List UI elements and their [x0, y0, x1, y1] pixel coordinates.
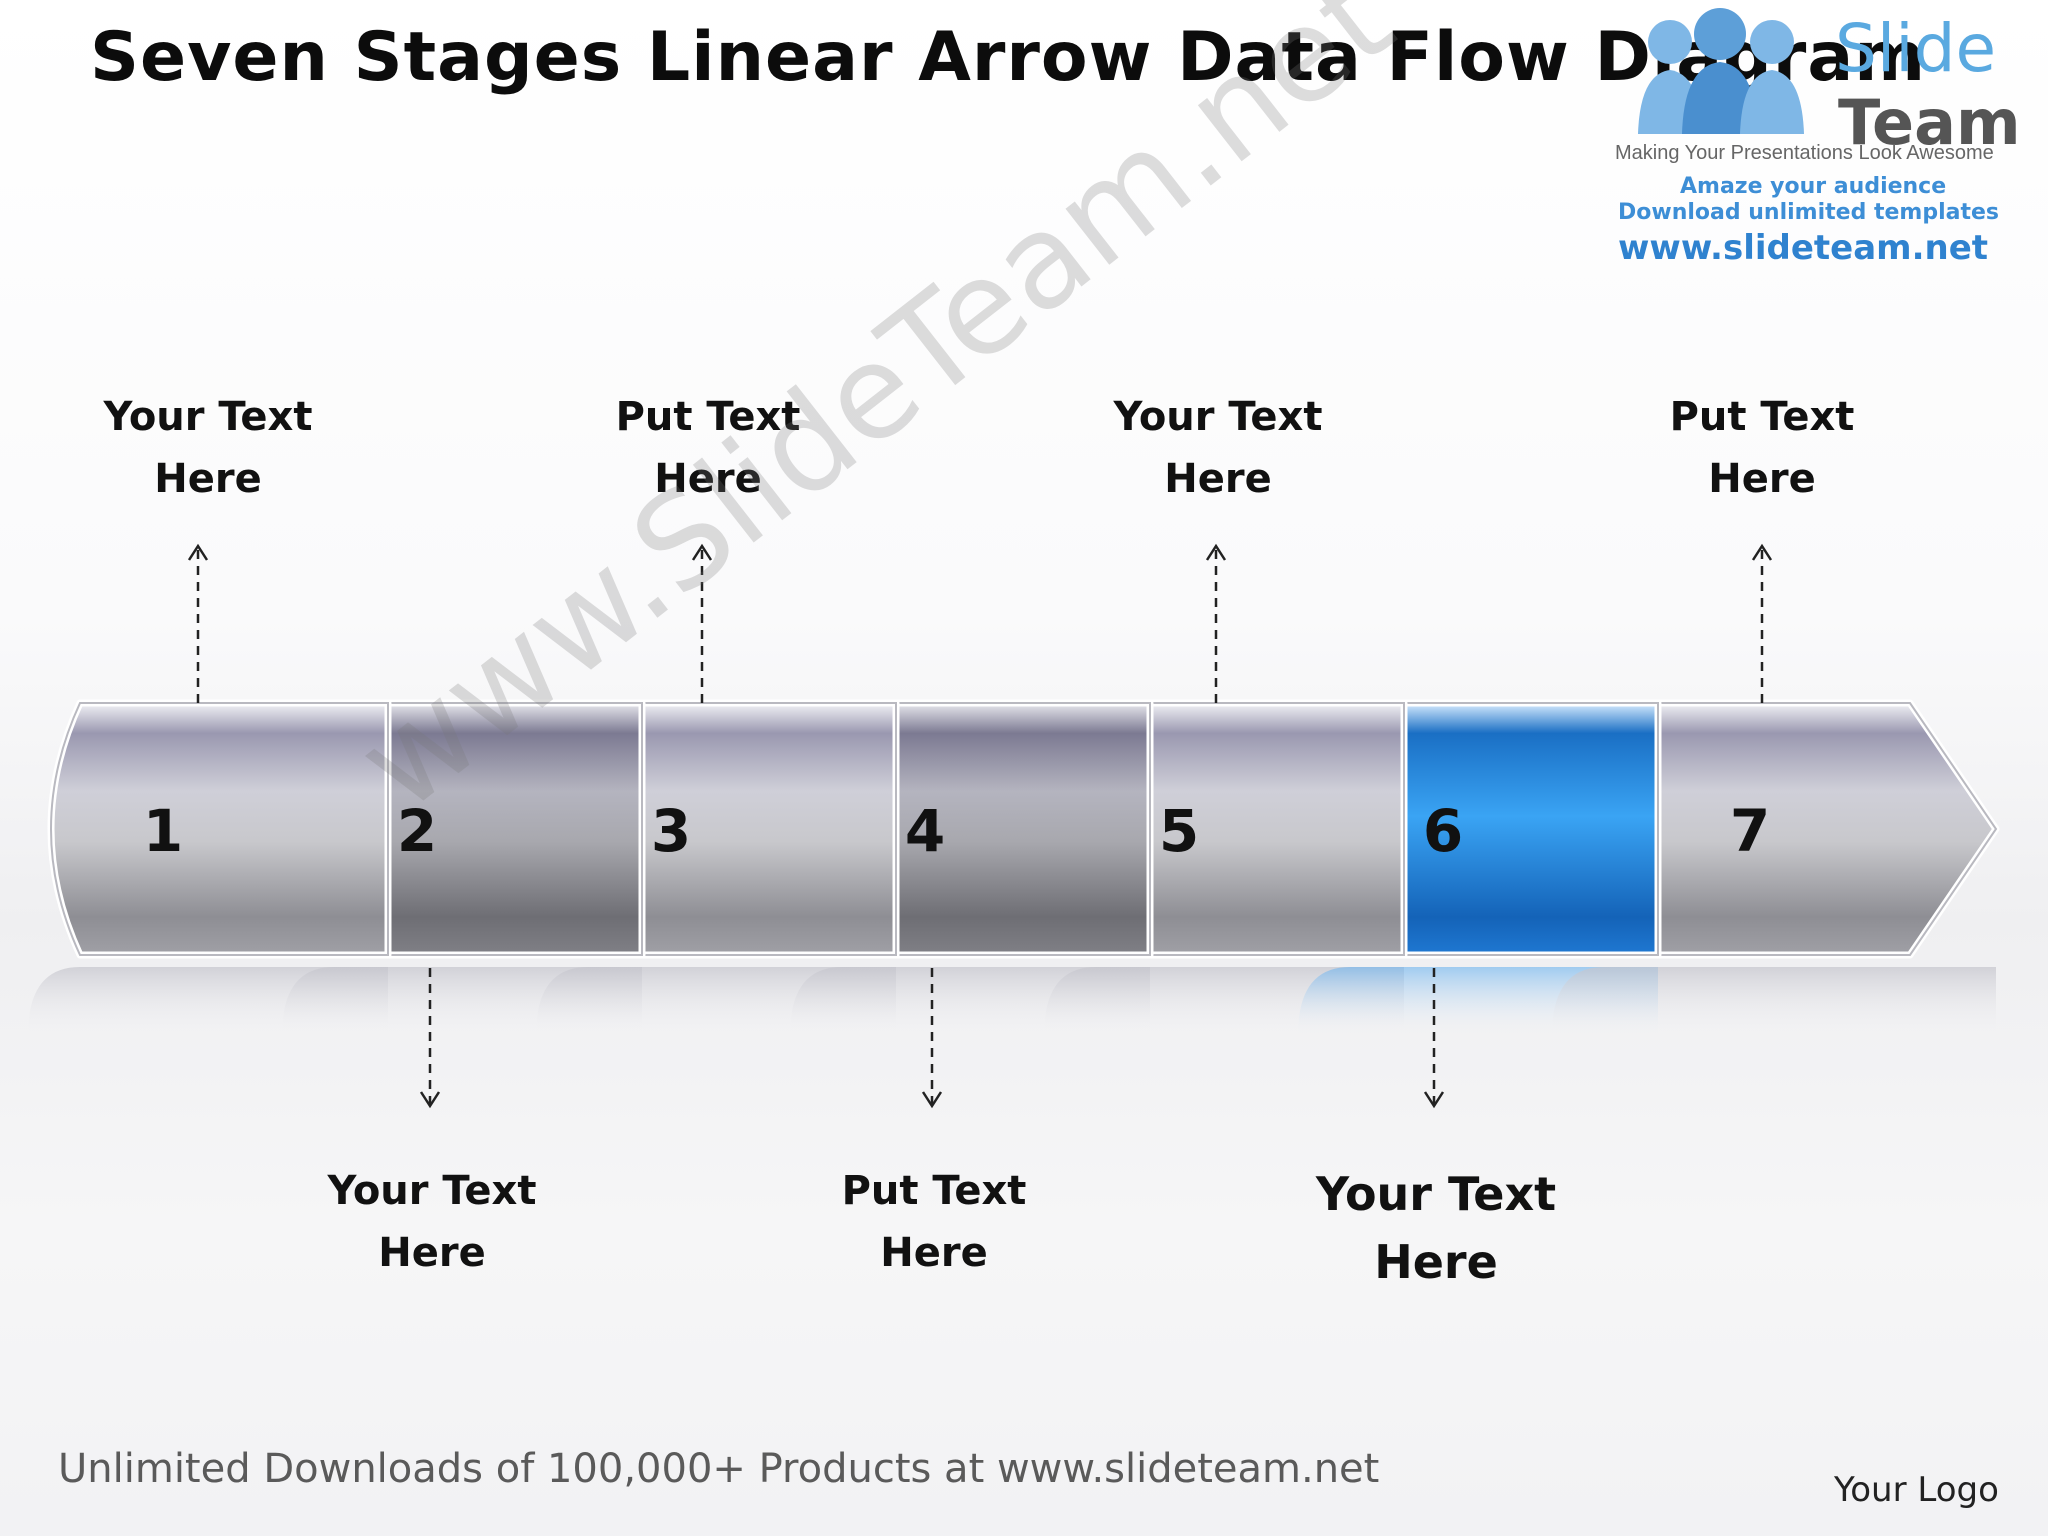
top-label-4-line-2: Here: [1708, 456, 1816, 502]
bottom-label-3-line-1: Your Text: [1315, 1167, 1557, 1221]
top-label-2: Put Text Here: [548, 386, 868, 510]
top-label-4-line-1: Put Text: [1669, 394, 1855, 440]
top-label-1: Your Text Here: [48, 386, 368, 510]
logo-tagline: Making Your Presentations Look Awesome: [1615, 142, 1994, 164]
connector-up-stage-1: [187, 543, 209, 703]
stage-3-number: 3: [651, 797, 691, 865]
connector-down-stage-6: [1423, 968, 1445, 1109]
bottom-label-1-line-1: Your Text: [327, 1168, 537, 1214]
top-label-3-line-2: Here: [1164, 456, 1272, 502]
logo-promo-line-1: Amaze your audience: [1680, 174, 1947, 199]
connector-up-stage-3: [691, 543, 713, 703]
connector-up-stage-7: [1751, 543, 1773, 703]
top-label-2-line-1: Put Text: [615, 394, 801, 440]
top-label-3-line-1: Your Text: [1113, 394, 1323, 440]
top-label-2-line-2: Here: [654, 456, 762, 502]
logo-url: www.slideteam.net: [1618, 228, 1989, 268]
footer-text: Unlimited Downloads of 100,000+ Products…: [58, 1446, 1380, 1492]
top-label-1-line-1: Your Text: [103, 394, 313, 440]
connector-up-stage-5: [1205, 543, 1227, 703]
bottom-label-3-line-2: Here: [1374, 1235, 1498, 1289]
bottom-label-2-line-2: Here: [880, 1230, 988, 1276]
bottom-label-3: Your Text Here: [1276, 1160, 1596, 1296]
bottom-label-1-line-2: Here: [378, 1230, 486, 1276]
stage-1-number: 1: [143, 797, 183, 865]
connector-down-stage-4: [921, 968, 943, 1109]
slideteam-logo: Slide Team Making Your Presentations Loo…: [1600, 4, 2040, 284]
stage-2-number: 2: [397, 797, 437, 865]
logo-slide-text: Slide: [1835, 10, 1997, 87]
stage-1-segment: 1: [47, 699, 392, 959]
top-label-3: Your Text Here: [1058, 386, 1378, 510]
stage-4-number: 4: [905, 797, 945, 865]
your-logo-placeholder: Your Logo: [1834, 1470, 1999, 1510]
top-label-1-line-2: Here: [154, 456, 262, 502]
stage-7-reflection: [1552, 967, 1996, 1035]
stage-7-number: 7: [1730, 797, 1770, 865]
bottom-label-1: Your Text Here: [272, 1160, 592, 1284]
top-label-4: Put Text Here: [1602, 386, 1922, 510]
people-icon: [1638, 8, 1804, 134]
bottom-label-2-line-1: Put Text: [841, 1168, 1027, 1214]
logo-promo-line-2: Download unlimited templates: [1618, 200, 2000, 225]
stage-5-number: 5: [1159, 797, 1199, 865]
bottom-label-2: Put Text Here: [774, 1160, 1094, 1284]
connector-down-stage-2: [419, 968, 441, 1109]
stage-6-number: 6: [1423, 797, 1463, 865]
logo-team-text: Team: [1838, 86, 2021, 159]
page-title: Seven Stages Linear Arrow Data Flow Diag…: [90, 18, 1927, 97]
